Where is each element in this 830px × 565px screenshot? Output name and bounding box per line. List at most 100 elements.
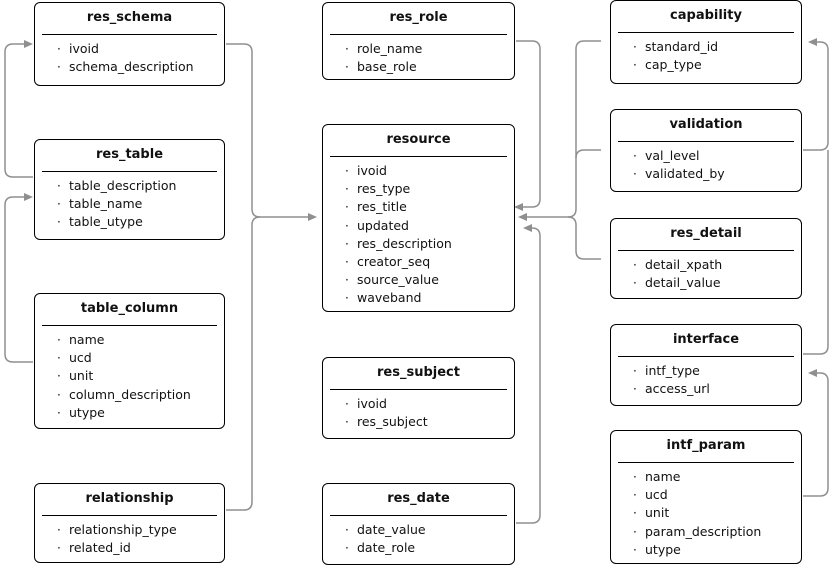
field-item: ·ivoid xyxy=(57,40,194,58)
bullet-icon: · xyxy=(57,197,61,212)
field-name: res_description xyxy=(357,235,452,251)
bullet-icon: · xyxy=(57,369,61,384)
field-item: ·base_role xyxy=(345,58,422,76)
field-list: ·intf_type·access_url xyxy=(633,362,710,398)
entity-title: res_detail xyxy=(670,226,742,241)
field-item: · ivoid xyxy=(345,395,428,413)
field-list: ·name·ucd·unit·param_description·utype xyxy=(633,468,761,559)
bullet-icon: · xyxy=(57,405,61,420)
field-name: res_subject xyxy=(357,414,428,430)
field-list: ·ivoid·schema_description xyxy=(57,40,194,76)
field-list: ·detail_xpath·detail_value xyxy=(633,256,722,292)
field-name: detail_value xyxy=(645,275,721,291)
entity-res-role: res_role·role_name·base_role xyxy=(322,2,515,80)
field-item: ·creator_seq xyxy=(345,253,452,271)
connector-res-date-to-resource xyxy=(516,227,541,524)
field-item: · role_name xyxy=(345,40,422,58)
bullet-icon: · xyxy=(57,333,61,347)
connector-res-role-to-resource xyxy=(516,40,541,208)
entity-capability: capability·standard_id·cap_type xyxy=(610,0,802,84)
field-name: name xyxy=(645,469,681,484)
title-divider xyxy=(618,141,794,142)
field-name: cap_type xyxy=(645,57,702,73)
bullet-icon: · xyxy=(633,276,637,291)
bullet-icon: · xyxy=(345,42,349,56)
entity-res-table: res_table·table_description·table_name·t… xyxy=(34,139,225,240)
bullet-icon: · xyxy=(345,291,349,306)
entity-resource: resource·ivoid·res_type·res_title·update… xyxy=(322,124,515,312)
bullet-icon: · xyxy=(345,541,349,556)
field-item: ·unit xyxy=(57,367,191,385)
field-name: standard_id xyxy=(645,39,719,54)
field-item: ·updated xyxy=(345,217,452,235)
field-list: ·ivoid·res_type·res_title·updated·res_de… xyxy=(345,162,452,308)
field-name: param_description xyxy=(645,523,762,539)
field-item: ·res_subject xyxy=(345,413,428,431)
bullet-icon: · xyxy=(633,58,637,73)
bullet-icon: · xyxy=(345,182,349,197)
field-item: ·schema_description xyxy=(57,58,194,76)
field-name: related_id xyxy=(69,540,131,556)
field-item: ·intf_type xyxy=(633,362,710,380)
field-name: schema_description xyxy=(69,59,194,75)
title-divider xyxy=(618,250,794,251)
connector-res-detail-to-resource xyxy=(567,216,601,260)
connector-validation-to-resource xyxy=(575,149,601,159)
bullet-icon: · xyxy=(633,40,637,54)
field-name: table_utype xyxy=(69,214,143,230)
bullet-icon: · xyxy=(345,397,349,411)
title-divider xyxy=(42,325,217,326)
entity-relationship: relationship·relationship_type·related_i… xyxy=(34,483,225,563)
arrowhead-res-table xyxy=(24,193,33,201)
field-name: ivoid xyxy=(69,41,99,56)
field-name: validated_by xyxy=(645,166,725,182)
field-item: ·date_value xyxy=(345,521,426,539)
entity-res-subject: res_subject · ivoid ·res_subject xyxy=(322,357,515,439)
arrowhead-capability xyxy=(808,38,817,46)
arrowhead-interface xyxy=(808,369,817,377)
field-item: ·date_role xyxy=(345,539,426,557)
field-item: · cap_type xyxy=(633,56,718,74)
entity-res-detail: res_detail·detail_xpath·detail_value xyxy=(610,218,802,299)
bullet-icon: · xyxy=(633,524,637,539)
field-item: ·table_name xyxy=(57,195,176,213)
connector-relationship-to-resource xyxy=(226,216,261,511)
field-name: detail_xpath xyxy=(645,257,723,272)
title-divider xyxy=(330,156,507,157)
field-name: creator_seq xyxy=(357,254,431,270)
field-item: ·unit xyxy=(633,504,761,522)
connector-intf-param-to-interface xyxy=(803,372,829,497)
entity-res-schema: res_schema·ivoid·schema_description xyxy=(34,2,225,86)
field-item: · param_description xyxy=(633,523,761,541)
entity-validation: validation·val_level·validated_by xyxy=(610,109,802,192)
connector-table-column-to-res-table xyxy=(4,196,33,363)
bullet-icon: · xyxy=(345,164,349,178)
field-name: column_description xyxy=(69,386,191,402)
arrowhead-res-schema xyxy=(24,40,33,48)
field-name: access_url xyxy=(645,381,710,397)
bullet-icon: · xyxy=(633,542,637,557)
bullet-icon: · xyxy=(345,523,349,537)
field-name: res_type xyxy=(357,181,411,197)
arrowhead-resource-left xyxy=(308,213,317,221)
field-list: ·name·ucd·unit·column_description·utype xyxy=(57,331,191,422)
field-item: ·res_title xyxy=(345,198,452,216)
field-item: ·column_description xyxy=(57,386,191,404)
field-name: role_name xyxy=(357,41,423,56)
field-name: ivoid xyxy=(357,396,387,411)
field-item: ·utype xyxy=(633,541,761,559)
arrowhead-resource-top-right xyxy=(514,203,523,211)
field-name: base_role xyxy=(357,59,417,75)
title-divider xyxy=(330,515,507,516)
entity-table-column: table_column·name·ucd·unit·column_descri… xyxy=(34,293,225,429)
bullet-icon: · xyxy=(57,179,61,193)
field-name: unit xyxy=(645,505,670,521)
bullet-icon: · xyxy=(345,218,349,233)
field-name: table_description xyxy=(69,178,177,193)
title-divider xyxy=(42,171,217,172)
field-list: ·relationship_type·related_id xyxy=(57,521,177,557)
field-name: intf_type xyxy=(645,363,700,378)
arrowhead-resource-bottom-right xyxy=(523,224,532,232)
field-name: waveband xyxy=(357,290,422,306)
field-name: res_title xyxy=(357,199,407,215)
